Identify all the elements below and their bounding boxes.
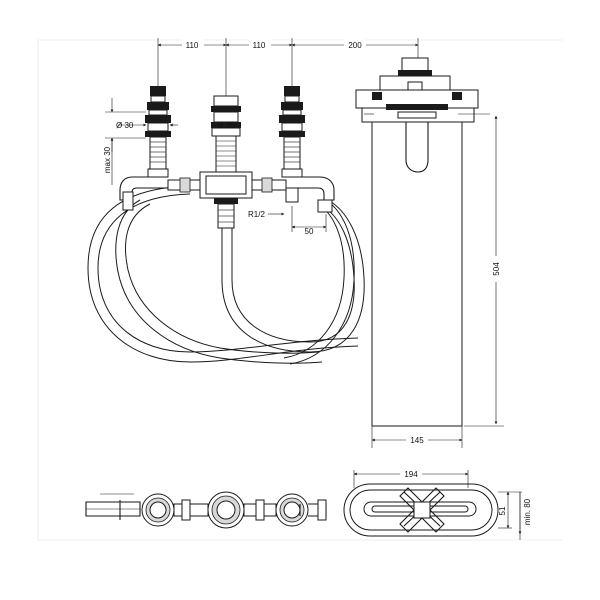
dim-spacing-left: 110 — [186, 41, 199, 50]
thread-dimension-lines — [268, 206, 327, 232]
dim-max-depth: max 30 — [103, 146, 112, 173]
plan-view-plate — [343, 483, 499, 537]
dim-offset: 50 — [305, 227, 314, 236]
left-dimension-lines — [105, 98, 178, 185]
spout-housing — [355, 57, 504, 427]
dim-diameter-left: Ø 30 — [116, 121, 134, 130]
plate-height-dimensions — [498, 491, 522, 540]
dim-plate-height: 51 — [498, 506, 507, 515]
dim-plate-min: min. 80 — [523, 498, 532, 525]
dim-thread: R1/2 — [248, 210, 265, 219]
box-width-dimension — [371, 426, 463, 448]
dim-spacing-to-box: 200 — [348, 41, 362, 50]
dim-box-height: 504 — [492, 262, 501, 276]
hose-loops — [87, 185, 365, 365]
dim-plate-width: 194 — [404, 470, 418, 479]
dim-box-width: 145 — [410, 436, 424, 445]
box-height-dimension — [490, 115, 502, 425]
plate-width-dimension — [353, 468, 469, 488]
left-valve — [119, 86, 171, 211]
drawing-frame — [37, 39, 562, 541]
right-valve — [279, 86, 335, 213]
dim-spacing-right: 110 — [253, 41, 266, 50]
plan-view-valves — [85, 491, 327, 529]
center-valve — [167, 95, 287, 229]
dim-diameter-center: Ø 35 — [217, 121, 235, 130]
top-dimension-chain — [157, 38, 419, 96]
